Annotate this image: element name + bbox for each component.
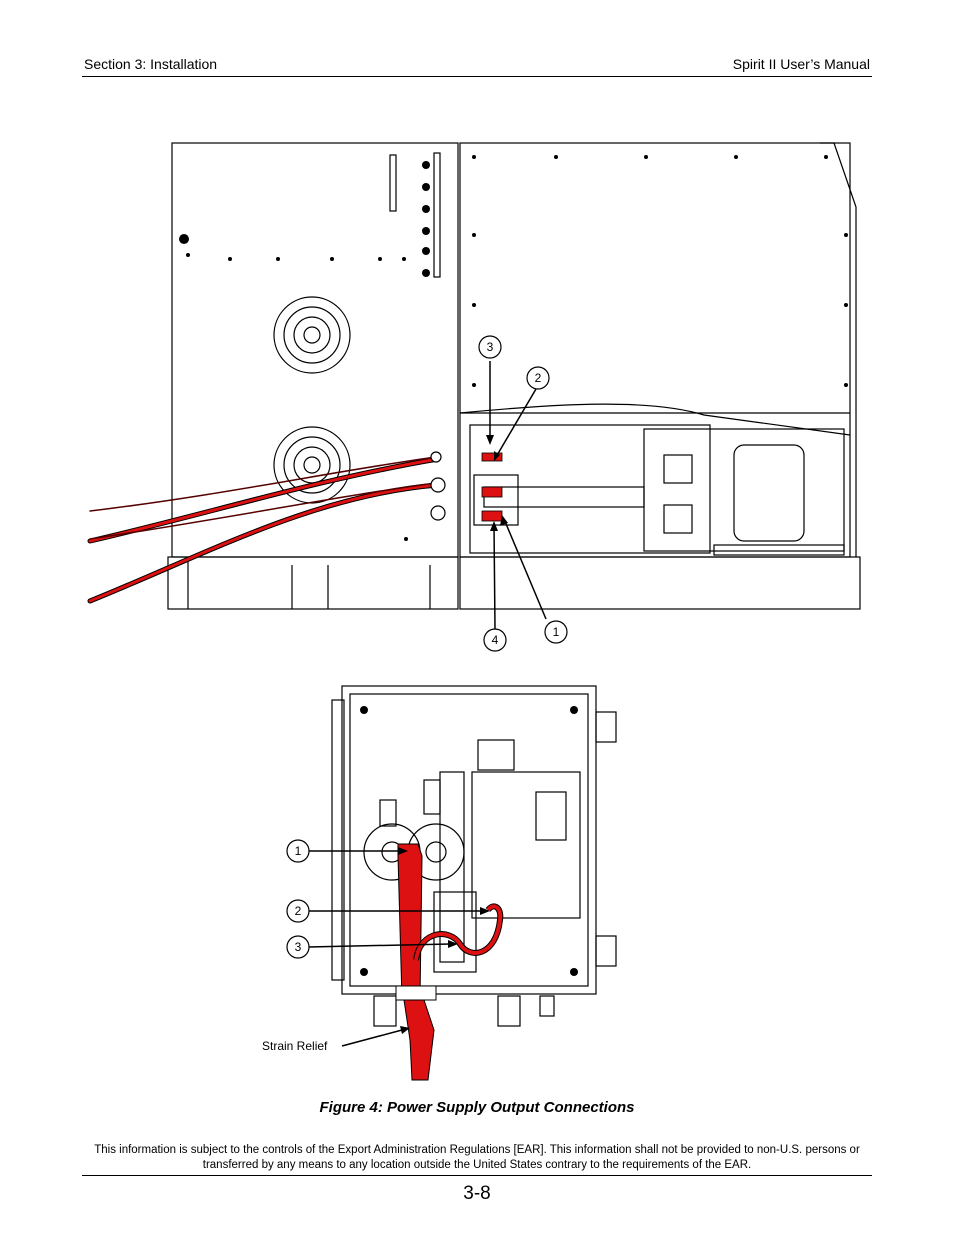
footer-rule [82,1175,872,1176]
callout-3: 3 [487,340,494,354]
cabinet-diagram: 3 2 4 1 [87,142,861,652]
header-rule [82,76,872,77]
callout-2: 2 [535,371,542,385]
page-number: 3-8 [463,1183,491,1204]
callout-circle-1-bottom [286,839,310,863]
callout-circle-3-bottom [286,935,310,959]
callout-circle-1-top [544,620,568,644]
figure-caption: Figure 4: Power Supply Output Connection… [319,1099,635,1116]
callout-circle-2-bottom [286,899,310,923]
header-section-title: Section 3: Installation [84,56,218,72]
enclosure-diagram: 1 2 3 Strain Relief [262,685,617,1081]
left-panel [171,142,459,558]
callout-circle-4-top [483,628,507,652]
callout-3: 3 [295,940,302,954]
callout-1: 1 [553,625,560,639]
callout-2: 2 [295,904,302,918]
callout-1: 1 [295,844,302,858]
enclosure-box [341,685,597,995]
export-notice: This information is subject to the contr… [94,1144,860,1171]
fan-upper [273,296,351,374]
strain-relief [395,985,437,1001]
header-manual-title: Spirit II User’s Manual [732,56,870,72]
callout-4: 4 [492,633,499,647]
strain-relief-label: Strain Relief [262,1039,328,1053]
callout-circle-2-top [526,366,550,390]
callout-circle-3-top [478,335,502,359]
transformer [733,444,805,542]
